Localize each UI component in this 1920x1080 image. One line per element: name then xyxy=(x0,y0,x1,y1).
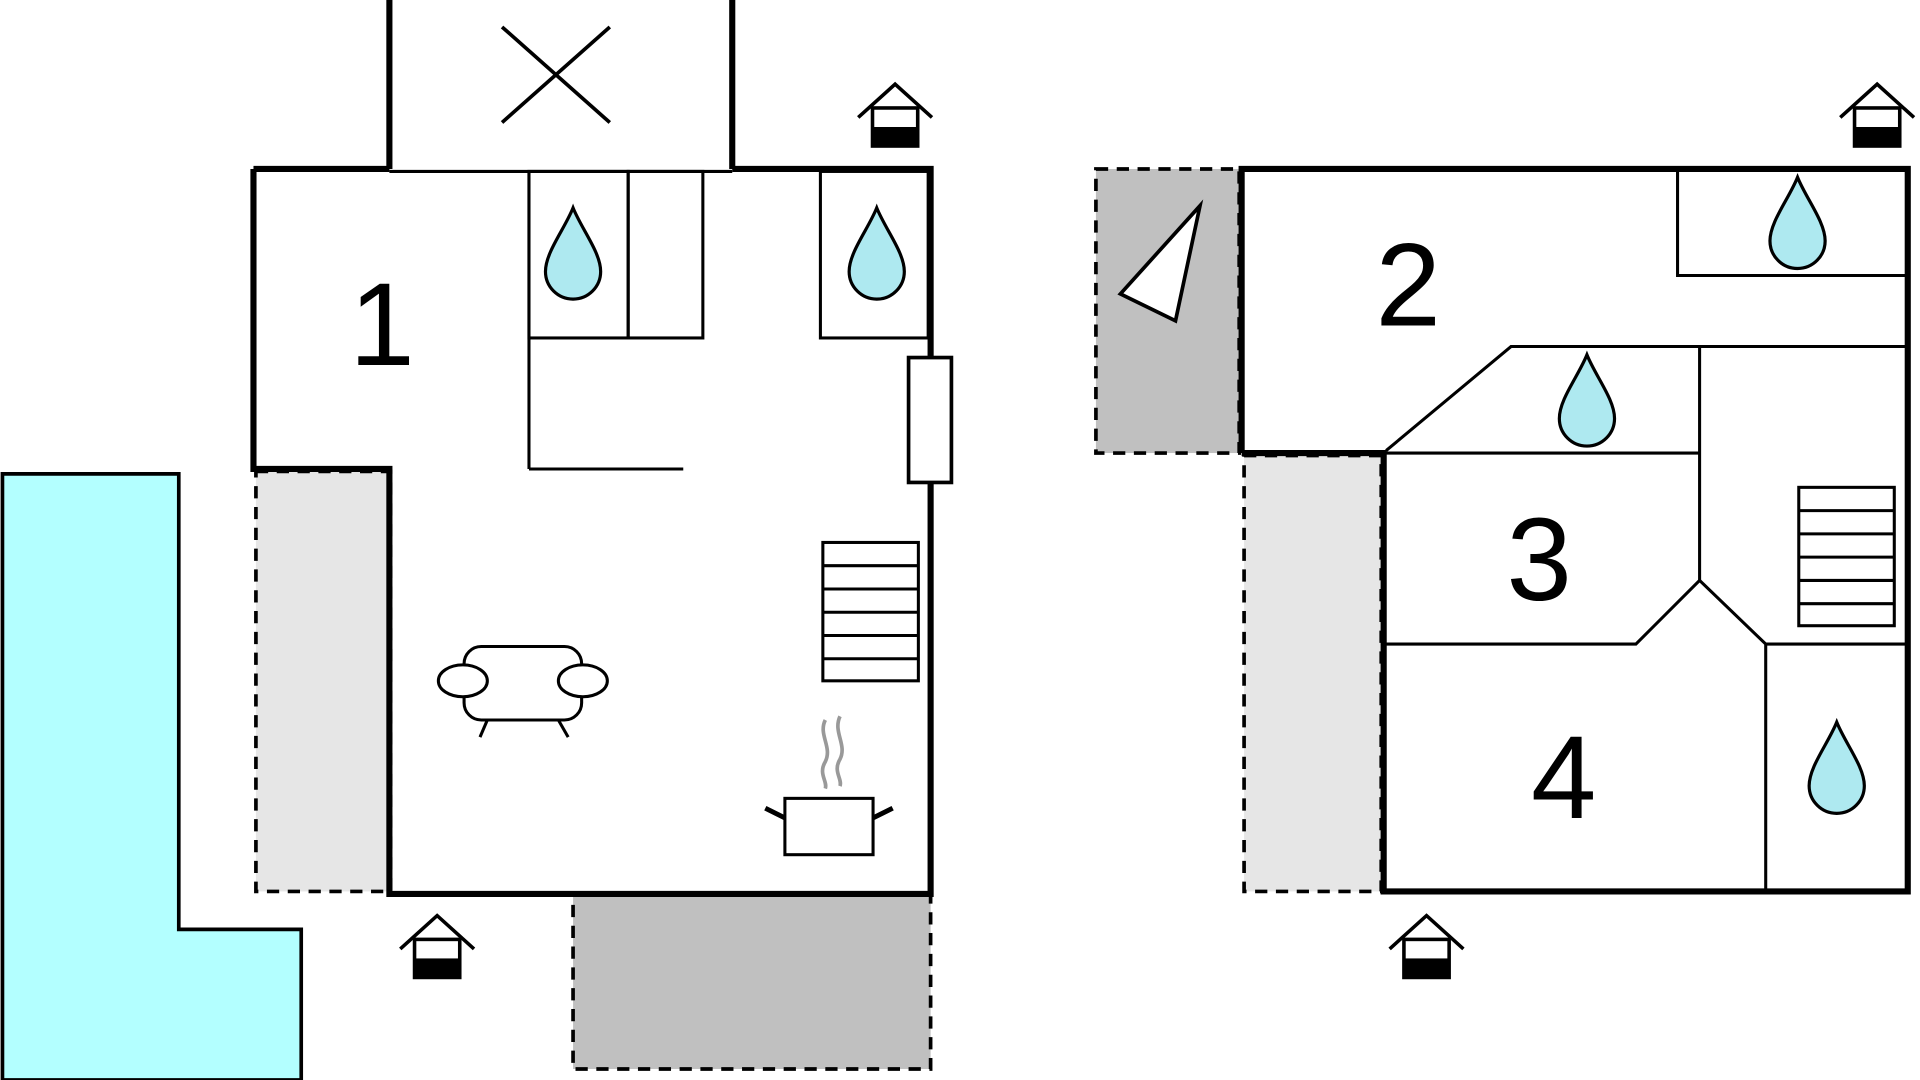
bathroom-icon xyxy=(847,206,907,301)
pool xyxy=(0,472,304,1080)
room-number: 4 xyxy=(1531,712,1596,843)
room-number: 3 xyxy=(1506,494,1571,625)
entrance-icon xyxy=(1838,82,1916,148)
terrace-side xyxy=(254,469,393,894)
ground-floor-walls xyxy=(250,165,934,897)
upper-floor-inner-walls xyxy=(1383,171,1906,892)
balcony-icon xyxy=(1117,199,1204,324)
fireplace-icon xyxy=(500,25,612,124)
room-number: 2 xyxy=(1375,220,1440,351)
terrace-front xyxy=(571,893,933,1071)
side-area xyxy=(1242,453,1384,894)
bathroom-icon xyxy=(1807,720,1867,816)
staircase-icon xyxy=(1797,485,1896,628)
entrance-icon xyxy=(1387,913,1466,980)
staircase-icon xyxy=(821,540,920,683)
window-icon xyxy=(906,355,954,485)
entrance-icon xyxy=(398,913,476,980)
kitchen-icon xyxy=(764,715,894,857)
room-number: 1 xyxy=(349,259,414,390)
ground-floor-inner-walls xyxy=(389,169,930,471)
bathroom-icon xyxy=(1557,352,1617,448)
entrance-icon xyxy=(856,82,934,148)
sofa-icon xyxy=(436,645,609,738)
bathroom-icon xyxy=(543,206,603,301)
bathroom-icon xyxy=(1768,175,1827,271)
